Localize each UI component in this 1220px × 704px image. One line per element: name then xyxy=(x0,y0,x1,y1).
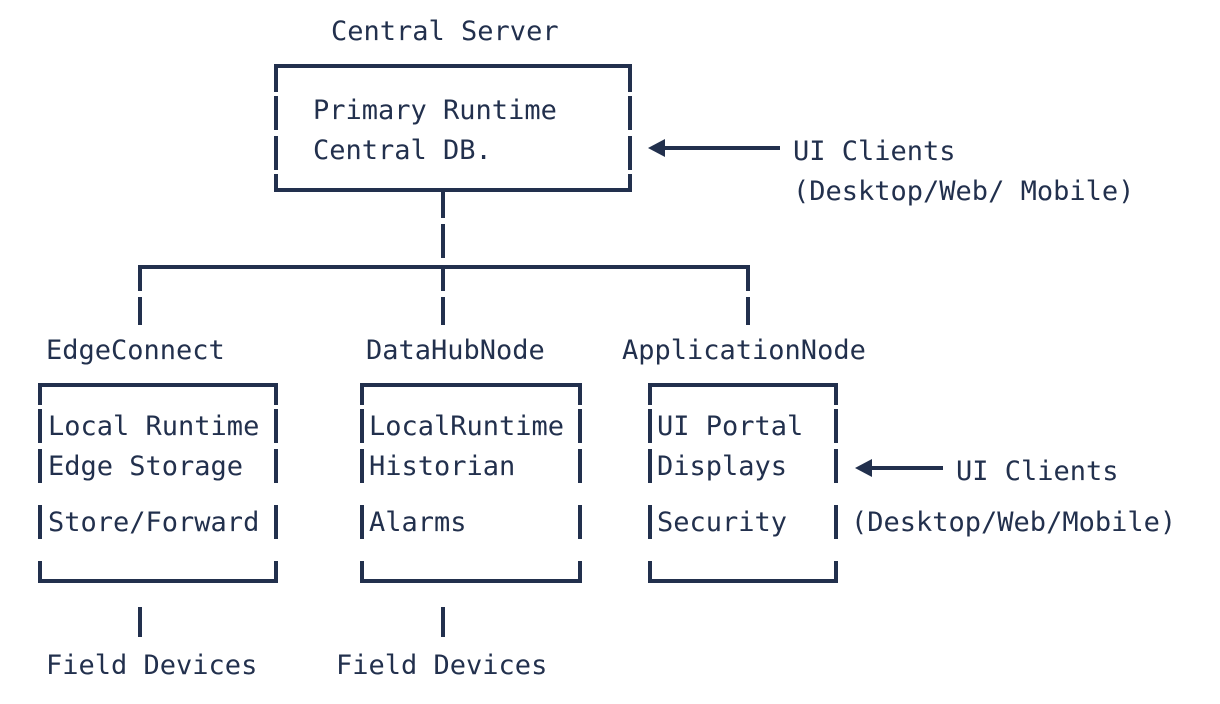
applicationnode-box-top-border xyxy=(648,383,838,387)
datahubnode-box-right-seg2 xyxy=(578,409,582,443)
applicationnode-annotation-line-1: UI Clients xyxy=(956,456,1119,487)
branch-drop-datahubnode-seg1 xyxy=(441,265,445,291)
trunk-line-seg2 xyxy=(441,224,445,258)
central-annotation-line-1: UI Clients xyxy=(793,136,956,167)
edgeconnect-box-top-border xyxy=(38,383,278,387)
node-label-edgeconnect: EdgeConnect xyxy=(46,335,225,366)
edgeconnect-box-right-seg2 xyxy=(274,409,278,443)
branch-drop-applicationnode-seg2 xyxy=(746,297,750,325)
trunk-line-seg1 xyxy=(441,192,445,218)
branch-drop-edgeconnect-seg1 xyxy=(138,265,142,291)
applicationnode-line-1: UI Portal xyxy=(657,411,804,442)
applicationnode-line-3: Security xyxy=(657,507,788,538)
datahubnode-line-1: LocalRuntime xyxy=(369,411,565,442)
applicationnode-box-left-seg5 xyxy=(648,561,652,583)
page-title: Central Server xyxy=(331,16,559,47)
central-box-bottom-border xyxy=(274,188,632,192)
central-box-left-border-seg1 xyxy=(274,64,278,92)
branch-drop-edgeconnect-seg2 xyxy=(138,297,142,325)
central-box-right-border-seg2 xyxy=(628,96,632,130)
edgeconnect-box-right-seg3 xyxy=(274,449,278,483)
central-box-right-border-seg1 xyxy=(628,64,632,92)
edgeconnect-child-label: Field Devices xyxy=(46,650,258,681)
branch-drop-applicationnode-seg1 xyxy=(746,265,750,291)
node-label-applicationnode: ApplicationNode xyxy=(622,335,866,366)
central-box-right-border-seg3 xyxy=(628,136,632,170)
applicationnode-box-left-seg2 xyxy=(648,409,652,443)
applicationnode-box-left-seg4 xyxy=(648,505,652,539)
edgeconnect-line-2: Edge Storage xyxy=(48,451,244,482)
edgeconnect-box-right-seg4 xyxy=(274,505,278,539)
edgeconnect-box-left-seg4 xyxy=(38,505,42,539)
datahubnode-box-right-seg3 xyxy=(578,449,582,483)
datahubnode-line-3: Alarms xyxy=(369,507,467,538)
edgeconnect-box-left-seg1 xyxy=(38,383,42,405)
edgeconnect-box-right-seg5 xyxy=(274,561,278,583)
central-box-left-border-seg2 xyxy=(274,96,278,130)
datahubnode-child-label: Field Devices xyxy=(336,650,548,681)
applicationnode-annotation-arrow-shaft xyxy=(869,466,943,470)
datahubnode-box-right-seg1 xyxy=(578,383,582,405)
applicationnode-annotation-line-2: (Desktop/Web/Mobile) xyxy=(851,507,1177,538)
central-annotation-line-2: (Desktop/Web/ Mobile) xyxy=(793,176,1135,207)
datahubnode-box-left-seg1 xyxy=(360,383,364,405)
central-box-line-1: Primary Runtime xyxy=(313,95,557,126)
edgeconnect-line-1: Local Runtime xyxy=(48,411,260,442)
central-annotation-arrow-shaft xyxy=(662,146,780,150)
datahubnode-box-top-border xyxy=(360,383,582,387)
edgeconnect-box-right-seg1 xyxy=(274,383,278,405)
datahubnode-box-left-seg4 xyxy=(360,505,364,539)
datahubnode-child-link xyxy=(441,607,445,637)
edgeconnect-box-bottom-border xyxy=(38,579,278,583)
node-label-datahubnode: DataHubNode xyxy=(366,335,545,366)
applicationnode-box-left-seg3 xyxy=(648,449,652,483)
edgeconnect-box-left-seg3 xyxy=(38,449,42,483)
branch-drop-datahubnode-seg2 xyxy=(441,297,445,325)
central-annotation-arrow-head-icon xyxy=(648,139,665,157)
central-box-left-border-seg3 xyxy=(274,136,278,170)
datahubnode-box-left-seg3 xyxy=(360,449,364,483)
datahubnode-box-left-seg2 xyxy=(360,409,364,443)
central-box-right-border-seg4 xyxy=(628,174,632,192)
applicationnode-box-right-seg3 xyxy=(834,449,838,483)
datahubnode-box-right-seg4 xyxy=(578,505,582,539)
datahubnode-line-2: Historian xyxy=(369,451,516,482)
edgeconnect-box-left-seg5 xyxy=(38,561,42,583)
applicationnode-box-right-seg4 xyxy=(834,505,838,539)
central-box-line-2: Central DB. xyxy=(313,135,492,166)
edgeconnect-line-3: Store/Forward xyxy=(48,507,260,538)
applicationnode-annotation-arrow-head-icon xyxy=(855,459,872,477)
central-box-top-border xyxy=(274,64,632,68)
edgeconnect-child-link xyxy=(138,607,142,637)
applicationnode-box-bottom-border xyxy=(648,579,838,583)
edgeconnect-box-left-seg2 xyxy=(38,409,42,443)
datahubnode-box-left-seg5 xyxy=(360,561,364,583)
datahubnode-box-bottom-border xyxy=(360,579,582,583)
applicationnode-box-right-seg1 xyxy=(834,383,838,405)
applicationnode-box-left-seg1 xyxy=(648,383,652,405)
applicationnode-box-right-seg5 xyxy=(834,561,838,583)
datahubnode-box-right-seg5 xyxy=(578,561,582,583)
central-box-left-border-seg4 xyxy=(274,174,278,192)
applicationnode-box-right-seg2 xyxy=(834,409,838,443)
applicationnode-line-2: Displays xyxy=(657,451,788,482)
